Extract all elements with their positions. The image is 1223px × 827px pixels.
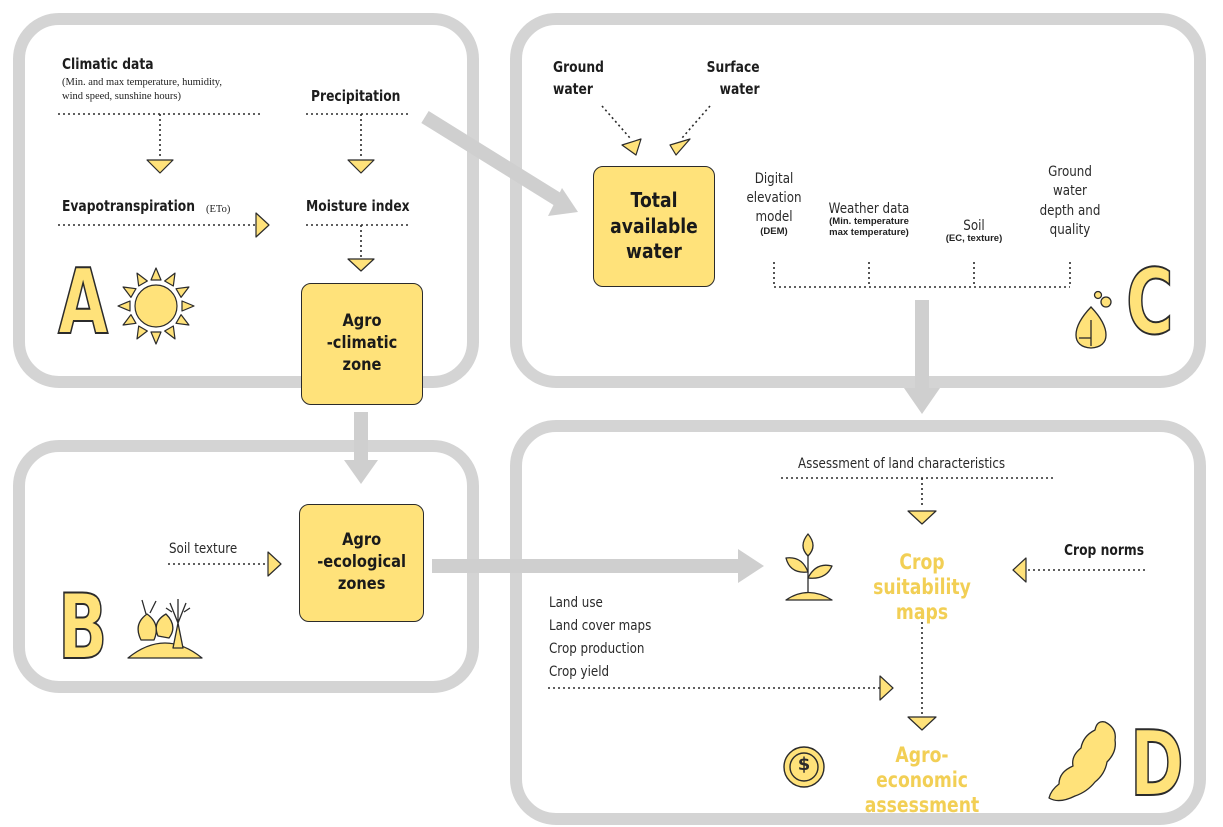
crop-suitability-maps-label: Crop suitability maps — [873, 550, 971, 625]
water-drop-icon — [1075, 290, 1112, 349]
vegetables-icon — [127, 599, 203, 659]
agro-economic-assessment-label: Agro-economic assessment — [864, 743, 980, 818]
flow-arrows — [354, 111, 929, 573]
panel-b-letter: B — [57, 575, 108, 680]
input-item: Land cover maps — [549, 618, 652, 634]
assessment-land-label: Assessment of land characteristics — [798, 456, 1006, 472]
climatic-data-sub-2: wind speed, sunshine hours) — [62, 91, 181, 102]
groundwater-depth-label: Ground water depth and quality — [1039, 164, 1101, 238]
arrow-precip-to-water — [421, 111, 566, 208]
evapotranspiration-label: Evapotranspiration — [62, 197, 195, 215]
panel-d-frame — [510, 420, 1206, 825]
soil-label: Soil — [963, 218, 985, 234]
crop-norms-label: Crop norms — [1064, 541, 1145, 559]
small-arrowheads — [146, 138, 1027, 731]
weather-data-label: Weather data — [828, 201, 910, 217]
input-item: Land use — [549, 595, 603, 611]
soil-texture-label: Soil texture — [169, 541, 238, 557]
economic-inputs-list: Land use Land cover maps Crop production… — [549, 592, 669, 684]
dem-label: Digital elevation model — [746, 171, 802, 225]
panel-a-frame — [13, 13, 479, 388]
weather-data-sub: (Min. temperature max temperature) — [829, 216, 909, 239]
moisture-index-label: Moisture index — [306, 197, 410, 215]
flow-arrowheads — [344, 188, 940, 583]
input-item: Crop production — [549, 641, 645, 657]
panel-a-letter: A — [57, 250, 109, 355]
climatic-data-sub-1: (Min. and max temperature, humidity, — [62, 77, 222, 88]
dem-abbr: (DEM) — [760, 225, 788, 237]
soil-group: Soil (EC, texture) — [932, 218, 1016, 245]
soil-sub: (EC, texture) — [945, 233, 1003, 245]
island-map-icon — [1048, 721, 1116, 802]
panel-c-letter: C — [1125, 250, 1174, 355]
sun-icon — [117, 267, 195, 345]
agro-ecological-zones-label: Agro -ecological zones — [317, 530, 406, 594]
panel-d-letter: D — [1129, 712, 1184, 817]
dotted-lines — [58, 105, 1148, 715]
seedling-icon — [785, 533, 833, 601]
weather-data-group: Weather data (Min. temperature max tempe… — [812, 201, 926, 239]
agro-ecological-zones-box: Agro -ecological zones — [299, 504, 424, 622]
dollar-sign: $ — [797, 754, 811, 775]
total-available-water-box: Total available water — [593, 166, 715, 287]
panel-c-frame — [510, 13, 1206, 388]
coin-icon — [783, 746, 825, 788]
surface-water-label: Surface water — [707, 58, 760, 98]
precipitation-label: Precipitation — [311, 87, 401, 105]
dem-group: Digital elevation model (DEM) — [734, 170, 814, 238]
input-item: Crop yield — [549, 664, 610, 680]
ground-water-label: Ground water — [553, 58, 604, 98]
eto-label: (ETo) — [206, 204, 231, 215]
agro-climatic-zone-box: Agro -climatic zone — [301, 283, 423, 405]
total-available-water-label: Total available water — [610, 188, 698, 264]
agro-climatic-zone-label: Agro -climatic zone — [326, 311, 398, 375]
climatic-data-title: Climatic data — [62, 55, 154, 73]
